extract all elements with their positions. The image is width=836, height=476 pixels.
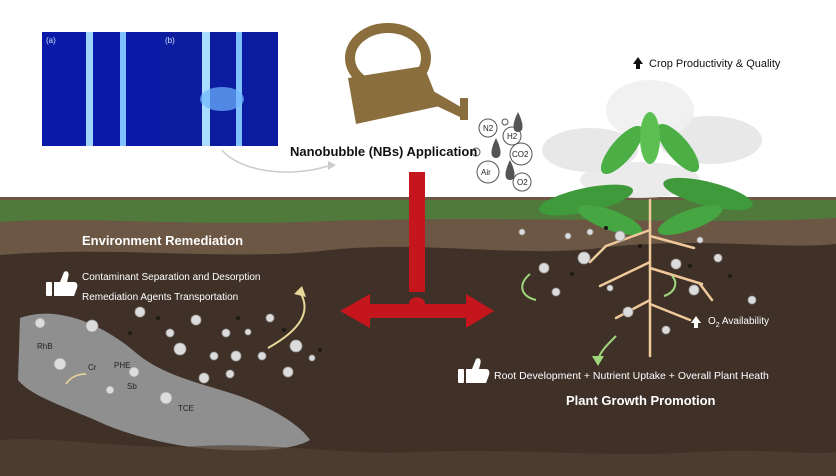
microscopy-stripe-b2 <box>236 32 242 146</box>
watering-can-spout <box>424 88 466 118</box>
up-arrow-icon <box>633 57 643 69</box>
gas-bubble-co2 <box>509 142 533 166</box>
o2-availability-label: O2 Availability <box>708 316 769 329</box>
microscopy-stripe-a2 <box>120 32 126 146</box>
gas-air-label: Air <box>481 168 491 177</box>
panel-b-label: (b) <box>165 36 175 45</box>
plant-leaf-right <box>663 177 753 211</box>
thumbs-up-icon <box>458 358 490 383</box>
gas-bubble-small-2 <box>501 118 509 126</box>
environment-remediation-title: Environment Remediation <box>82 233 244 248</box>
soil-particles <box>128 226 732 352</box>
crop-productivity-label: Crop Productivity & Quality <box>649 58 781 70</box>
contaminant-cr: Cr <box>88 363 97 372</box>
red-arrow-right-head <box>466 294 494 328</box>
plant-leaf-left <box>538 184 634 216</box>
contaminant-sb: Sb <box>127 382 137 391</box>
droplet-3 <box>505 160 515 180</box>
microscopy-panel-a <box>42 32 160 146</box>
gas-co2-label: CO2 <box>512 150 529 159</box>
watering-can-rose <box>460 98 468 120</box>
lower-rock-strip <box>0 439 836 476</box>
plant-growth-title: Plant Growth Promotion <box>566 393 716 408</box>
plant-leaf-mid-right <box>657 205 723 235</box>
rock-arrow <box>65 373 87 385</box>
red-arrow-crossbar <box>368 297 468 318</box>
microscopy-arrowhead <box>328 161 336 170</box>
plant-benefits-label: Root Development + Nutrient Uptake + Ove… <box>494 370 769 382</box>
plant-leaf-up-left <box>600 125 644 175</box>
o2-availability-o: O <box>708 316 716 327</box>
soil-arrow-left-up <box>267 291 306 349</box>
microscopy-stripe-b1 <box>202 32 210 146</box>
soil-arrow-plant-left <box>521 273 537 301</box>
plant-faded-leaf-3 <box>606 80 694 140</box>
gas-bubble-o2 <box>512 172 532 192</box>
up-arrow-icon <box>691 316 701 328</box>
remediation-line-2: Remediation Agents Transportation <box>82 292 239 303</box>
droplet-2 <box>491 138 501 158</box>
droplet-1 <box>513 112 523 132</box>
plant-leaf-mid-left <box>577 205 643 235</box>
contaminated-rock-layer <box>18 313 310 451</box>
red-arrow-stem <box>409 172 425 292</box>
soil-arrow-plant-right <box>663 275 677 297</box>
gas-h2-label: H2 <box>507 132 518 141</box>
soil-bubbles <box>34 228 757 405</box>
gas-o2-label: O2 <box>517 178 528 187</box>
gas-bubble-air <box>476 160 500 184</box>
soil-arrow-down-head <box>592 356 604 366</box>
gas-n2-label: N2 <box>483 124 494 133</box>
contaminant-phe: PHE <box>114 361 131 370</box>
red-arrow-left-head <box>340 294 370 328</box>
o2-availability-subscript: 2 <box>715 322 720 329</box>
plant-leaf-up-right <box>656 123 700 173</box>
gas-bubble-h2 <box>502 126 522 146</box>
plant-roots <box>588 198 714 358</box>
contaminant-tce: TCE <box>178 404 194 413</box>
thumbs-up-icon <box>46 271 78 296</box>
microscopy-arrow <box>221 149 329 173</box>
soil-arrow-left-up-head <box>294 286 306 297</box>
application-label: Nanobubble (NBs) Application <box>290 144 478 159</box>
plant-leaf-top <box>640 112 660 164</box>
microscopy-stripe-a1 <box>86 32 93 146</box>
watering-can-body <box>348 66 440 124</box>
remediation-line-1: Contaminant Separation and Desorption <box>82 272 261 283</box>
panel-a-label: (a) <box>46 36 56 45</box>
microscopy-bubble-glow <box>200 87 244 111</box>
gas-bubble-small-1 <box>471 147 481 157</box>
o2-availability-text: Availability <box>719 316 769 327</box>
gas-bubble-n2 <box>478 118 498 138</box>
contaminant-rhb: RhB <box>37 342 53 351</box>
